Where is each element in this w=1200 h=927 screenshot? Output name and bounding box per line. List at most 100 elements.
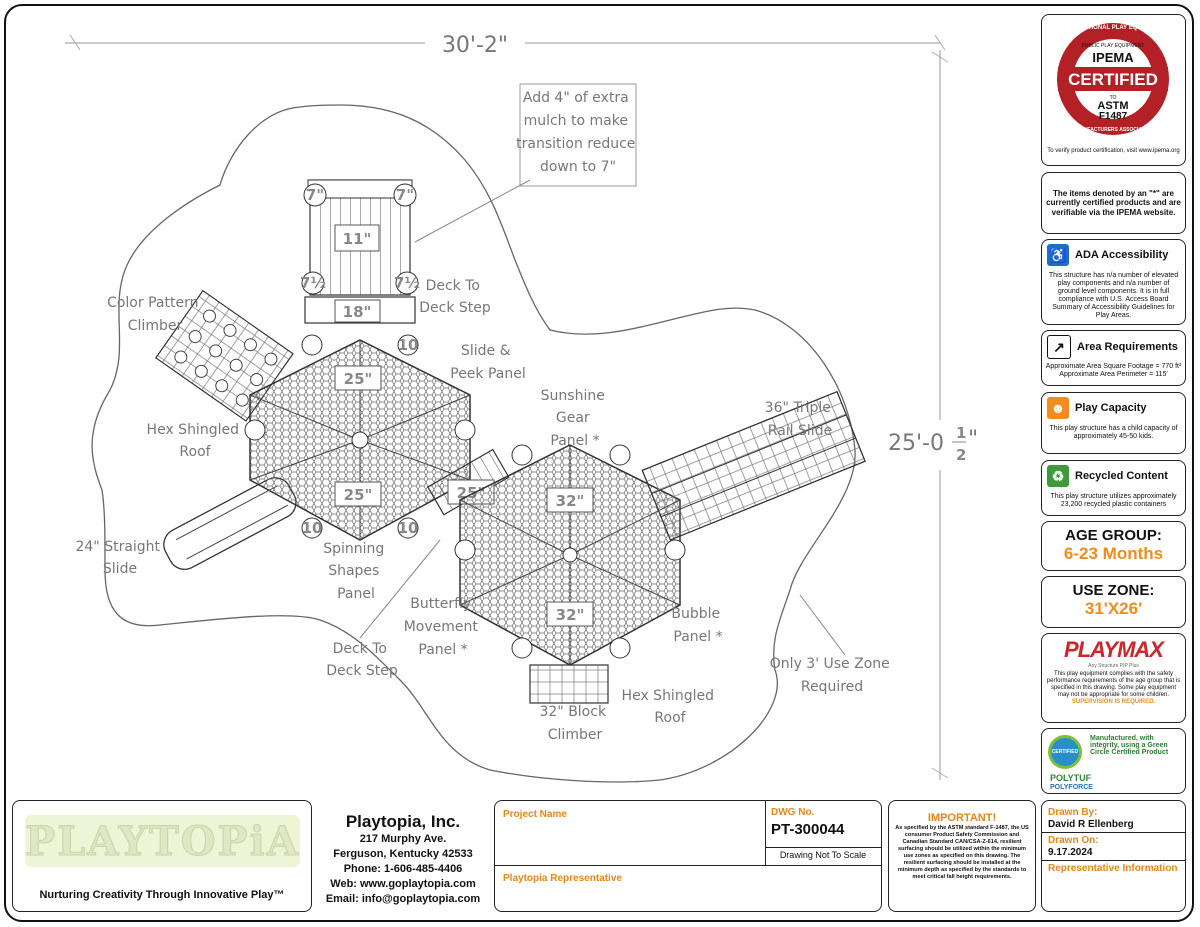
ipema-card: INTERNATIONAL PLAY EQUIPMENT PUBLIC PLAY… — [1041, 14, 1186, 166]
mulch-note-box — [519, 83, 637, 187]
project-block: Project Name DWG No. PT-300044 Drawing N… — [494, 800, 882, 912]
recycled-card: ♻ Recycled Content This play structure ut… — [1041, 460, 1186, 516]
capacity-title: Play Capacity — [1075, 402, 1147, 414]
svg-text:7½: 7½ — [300, 274, 326, 292]
company-address: 217 Murphy Ave. — [359, 833, 447, 845]
use-zone-value: 31'X26' — [1084, 599, 1143, 618]
use-zone-card: USE ZONE: 31'X26' — [1041, 576, 1186, 628]
block-climber-label: 32" Block Climber — [539, 704, 610, 743]
playmax-body: This play equipment complies with the sa… — [1046, 671, 1181, 698]
project-name-label: Project Name — [503, 809, 567, 820]
playtopia-rep-label: Playtopia Representative — [503, 873, 622, 884]
svg-text:7": 7" — [306, 186, 324, 204]
company-logo-block: PLAYTOPiA Nurturing Creativity Through I… — [12, 800, 312, 912]
capacity-card: ☻Play Capacity This play structure has a… — [1041, 392, 1186, 454]
wheelchair-icon: ♿ — [1047, 244, 1069, 266]
ipema-seal-icon: INTERNATIONAL PLAY EQUIPMENT PUBLIC PLAY… — [1057, 23, 1169, 135]
bubble-panel-label: Bubble Panel * — [671, 606, 724, 645]
step-height-label: 11" — [343, 230, 372, 248]
hex-shingled-roof-left-label: Hex Shingled Roof — [147, 422, 244, 460]
ipema-note-text: The items denoted by an "*" are currentl… — [1046, 189, 1181, 217]
svg-text:CERTIFIED: CERTIFIED — [1068, 70, 1158, 89]
svg-text:TO: TO — [1110, 95, 1117, 101]
drawn-on-value: 9.17.2024 — [1048, 847, 1093, 858]
green-circle-text: Manufactured, with integrity, using a Gr… — [1090, 735, 1169, 756]
area-card: ↗Area Requirements Approximate Area Squa… — [1041, 330, 1186, 386]
company-web: Web: www.goplaytopia.com — [330, 878, 476, 890]
ipema-verify-text: To verify product certification, visit w… — [1047, 148, 1180, 154]
deck-18-label: 18" — [343, 303, 372, 321]
page-frame — [4, 4, 1194, 922]
company-email: Email: info@goplaytopia.com — [325, 893, 481, 905]
ipema-note-card: The items denoted by an "*" are currentl… — [1041, 172, 1186, 234]
height-frac-den: 2 — [956, 446, 966, 464]
use-zone-note-label: Only 3' Use Zone Required — [770, 656, 894, 695]
area-expand-icon: ↗ — [1047, 335, 1071, 359]
deck-to-deck-step-bottom-label: Deck To Deck Step — [326, 641, 398, 679]
representative-info-label: Representative Information — [1048, 863, 1178, 874]
dwg-no-value: PT-300044 — [771, 821, 845, 838]
ada-body: This structure has n/a number of elevate… — [1048, 272, 1179, 320]
butterfly-panel-label: Butterfly Movement Panel * — [404, 596, 483, 658]
svg-text:7½: 7½ — [394, 274, 420, 292]
svg-text:INTERNATIONAL PLAY EQUIPMENT: INTERNATIONAL PLAY EQUIPMENT — [1062, 25, 1165, 31]
spinning-shapes-panel-label: Spinning Shapes Panel — [323, 541, 389, 602]
drawn-on-label: Drawn On: — [1048, 835, 1099, 846]
area-perimeter: Approximate Area Perimeter = 115' — [1059, 371, 1168, 379]
height-frac-num: 1 — [956, 424, 966, 442]
important-title: IMPORTANT! — [927, 812, 997, 824]
playmax-logo: PLAYMAX — [1064, 637, 1164, 662]
svg-text:10: 10 — [302, 519, 323, 537]
mulch-note: Add 4" of extra mulch to make transition… — [516, 90, 640, 175]
use-zone-outline — [91, 104, 856, 783]
sunshine-gear-panel-label: Sunshine Gear Panel * — [541, 388, 610, 449]
recycle-icon: ♻ — [1047, 465, 1069, 487]
hex-roof-left: 25" 25" 10 10 10 — [244, 334, 476, 541]
dwg-no-label: DWG No. — [771, 807, 815, 818]
height-inch: " — [968, 427, 978, 452]
company-tagline: Nurturing Creativity Through Innovative … — [39, 889, 285, 901]
recycled-body: This play structure utilizes approximate… — [1050, 493, 1177, 509]
company-info: Playtopia, Inc. 217 Murphy Ave. Ferguson… — [318, 812, 488, 907]
color-pattern-climber — [155, 289, 294, 422]
people-icon: ☻ — [1047, 397, 1069, 419]
age-group-label: AGE GROUP: — [1065, 527, 1162, 544]
playmax-tagline: Any Structure PIP Plus — [1088, 663, 1139, 669]
straight-slide-24 — [163, 477, 297, 570]
area-square-footage: Approximate Area Square Footage = 770 ft… — [1045, 363, 1182, 370]
company-city: Ferguson, Kentucky 42533 — [333, 848, 473, 860]
company-name: Playtopia, Inc. — [345, 812, 461, 831]
deck-25a-label: 25" — [344, 370, 373, 388]
polytuf-logo: POLYTUF — [1050, 773, 1092, 783]
svg-text:ASTM: ASTM — [1097, 100, 1128, 112]
svg-text:F1487: F1487 — [1099, 111, 1128, 122]
drawn-by-block: Drawn By: David R Ellenberg Drawn On: 9.… — [1041, 800, 1186, 912]
recycled-title: Recycled Content — [1075, 470, 1168, 482]
deck-25b-label: 25" — [344, 486, 373, 504]
age-group-card: AGE GROUP: 6-23 Months — [1041, 521, 1186, 571]
straight-slide-label: 24" Straight Slide — [75, 539, 164, 577]
svg-text:7": 7" — [396, 186, 414, 204]
svg-text:IPEMA: IPEMA — [1092, 50, 1134, 65]
drawn-by-value: David R Ellenberg — [1048, 819, 1134, 830]
svg-text:PUBLIC PLAY EQUIPMENT: PUBLIC PLAY EQUIPMENT — [1082, 43, 1145, 49]
drawn-by-label: Drawn By: — [1048, 807, 1098, 818]
site-plan-drawing: 30'-2" 25'-0 1 2 " Add 4" of extra mulch… — [65, 30, 988, 783]
deck-to-deck-step-top: 11" 7" 7" 7½ 7½ — [300, 179, 420, 296]
important-block: IMPORTANT! As specified by the ASTM stan… — [888, 800, 1036, 912]
slide-peek-panel-label: Slide & Peek Panel — [450, 343, 526, 382]
ada-title: ADA Accessibility — [1075, 249, 1169, 261]
info-sidebar: INTERNATIONAL PLAY EQUIPMENT PUBLIC PLAY… — [1041, 14, 1186, 794]
width-dimension: 30'-2" — [442, 33, 508, 58]
svg-text:10: 10 — [398, 336, 419, 354]
hex-shingled-roof-right-label: Hex Shingled Roof — [622, 688, 719, 726]
green-circle-badge-icon: CERTIFIED — [1048, 735, 1082, 769]
company-phone: Phone: 1-606-485-4406 — [343, 863, 463, 875]
polyforce-logo: POLYFORCE — [1050, 784, 1093, 791]
playmax-card: PLAYMAX Any Structure PIP Plus This play… — [1041, 633, 1186, 723]
color-pattern-climber-label: Color Pattern Climber — [107, 295, 203, 334]
block-climber-32 — [529, 664, 609, 704]
triple-rail-slide-label: 36" Triple Rail Slide — [765, 400, 836, 439]
svg-text:10: 10 — [398, 519, 419, 537]
supervision-warning: SUPERVISION IS REQUIRED. — [1071, 698, 1156, 705]
